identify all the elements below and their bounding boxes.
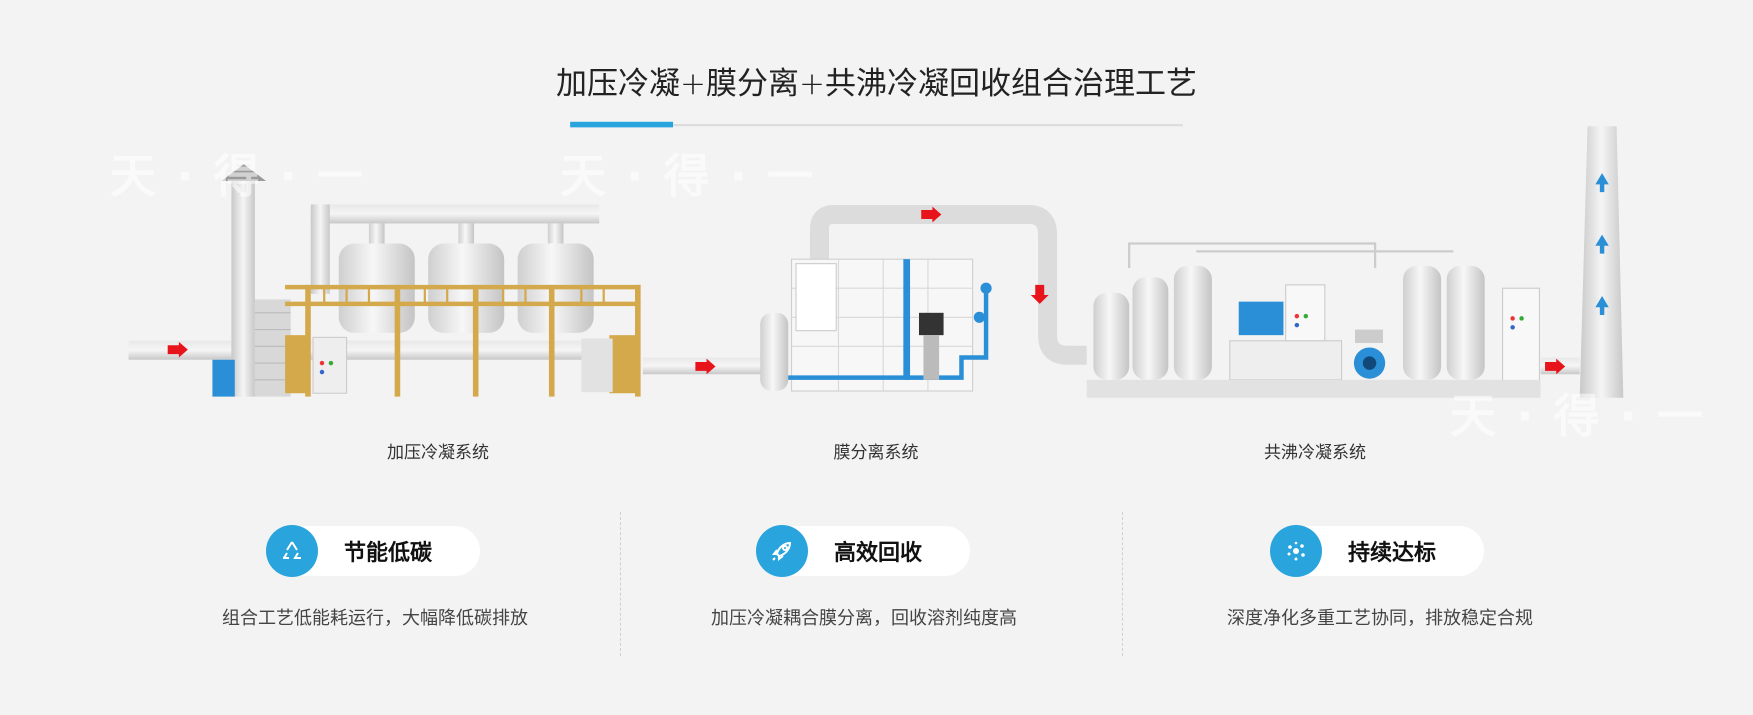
- page-title: 加压冷凝+膜分离+共沸冷凝回收组合治理工艺: [556, 66, 1197, 102]
- feature-badge: 节能低碳: [266, 525, 480, 577]
- pressurized-condensation-system: [128, 164, 766, 397]
- feature-badge: 高效回收: [756, 525, 970, 577]
- feature-title: 高效回收: [834, 541, 923, 566]
- feature-description: 组合工艺低能耗运行，大幅降低碳排放: [222, 608, 528, 629]
- divider: [620, 512, 621, 656]
- feature-title: 持续达标: [1348, 541, 1437, 566]
- feature-badge: 持续达标: [1270, 525, 1484, 577]
- rocket-icon: [756, 525, 808, 577]
- title-underline-accent: [570, 121, 674, 128]
- watermark: 天·得·一: [1450, 389, 1723, 443]
- flow-arrow-icon: [1545, 358, 1566, 375]
- flow-arrow-icon: [1595, 173, 1609, 316]
- divider: [1122, 512, 1123, 656]
- exhaust-stack: [1579, 126, 1624, 398]
- flow-arrow-icon: [921, 206, 942, 223]
- system-label: 共沸冷凝系统: [1264, 443, 1366, 463]
- system-label: 膜分离系统: [833, 443, 919, 463]
- membrane-separation-system: [760, 205, 1087, 392]
- watermark: 天·得·一: [560, 149, 833, 203]
- particles-icon: [1270, 525, 1322, 577]
- system-label: 加压冷凝系统: [387, 443, 489, 463]
- feature-description: 深度净化多重工艺协同，排放稳定合规: [1227, 608, 1533, 629]
- watermark: 天·得·一: [110, 149, 383, 203]
- recycle-icon: [266, 525, 318, 577]
- flow-arrow-icon: [167, 341, 188, 358]
- azeotropic-condensation-system: [1086, 126, 1624, 398]
- title-underline: [570, 124, 1183, 127]
- feature-title: 节能低碳: [344, 541, 433, 566]
- feature-description: 加压冷凝耦合膜分离，回收溶剂纯度高: [711, 608, 1017, 629]
- flow-arrow-icon: [695, 358, 716, 375]
